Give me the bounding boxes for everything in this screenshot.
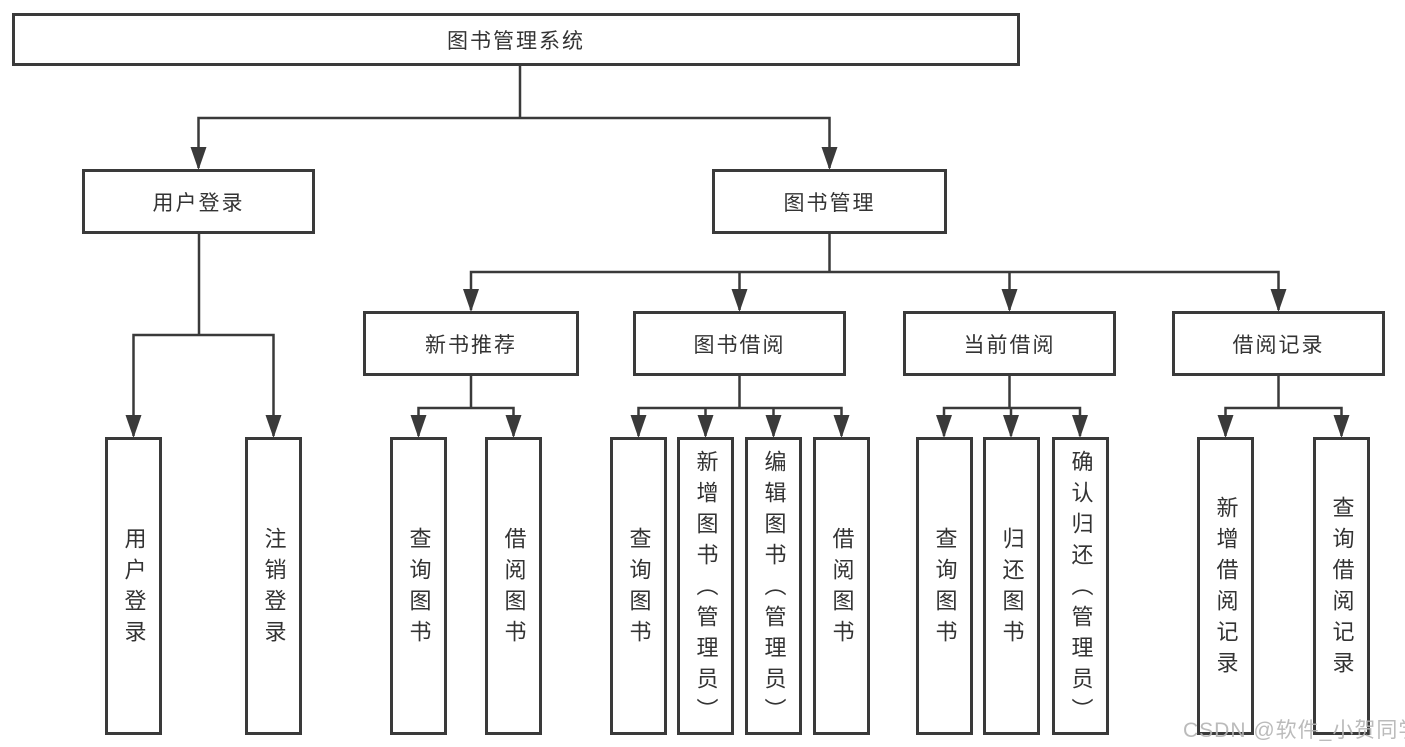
node-query-books-recommend: 查询图书 [390, 437, 447, 735]
arrow-down-icon [1333, 415, 1350, 438]
arrow-down-icon [765, 415, 782, 438]
connector-new-book-rail [417, 406, 515, 436]
arrow-down-icon [833, 415, 850, 438]
node-query-books-borrowing: 查询图书 [610, 437, 667, 735]
node-book-management: 图书管理 [712, 169, 947, 234]
node-borrow-books-leaf: 借阅图书 [813, 437, 870, 735]
node-current-borrowing: 当前借阅 [903, 311, 1116, 376]
arrow-down-icon [463, 289, 479, 312]
arrow-down-icon [821, 147, 838, 170]
connector-book-borrowing-rail [637, 406, 843, 436]
connector-user-login-rail [132, 333, 275, 436]
arrow-down-icon [505, 415, 522, 438]
node-borrowing-records: 借阅记录 [1172, 311, 1385, 376]
arrow-down-icon [410, 415, 427, 438]
node-borrow-books-recommend: 借阅图书 [485, 437, 542, 735]
arrow-down-icon [1003, 415, 1019, 438]
node-add-books-admin: 新增图书（管理员） [677, 437, 734, 735]
node-edit-books-admin: 编辑图书（管理员） [745, 437, 802, 735]
node-new-book-recommendation: 新书推荐 [363, 311, 579, 376]
connector-level2-rail [197, 116, 831, 168]
arrow-down-icon [697, 415, 714, 438]
arrow-down-icon [936, 415, 952, 438]
node-user-login-leaf: 用户登录 [105, 437, 162, 735]
arrow-down-icon [630, 415, 647, 438]
node-confirm-return-admin: 确认归还（管理员） [1052, 437, 1109, 735]
node-add-borrow-record: 新增借阅记录 [1197, 437, 1254, 735]
arrow-down-icon [731, 289, 748, 312]
node-library-management-system: 图书管理系统 [12, 13, 1020, 66]
arrow-down-icon [1270, 289, 1287, 312]
node-logout: 注销登录 [245, 437, 302, 735]
node-query-books-current: 查询图书 [916, 437, 973, 735]
node-user-login: 用户登录 [82, 169, 315, 234]
arrow-down-icon [1001, 289, 1018, 312]
connector-level3-rail [469, 270, 1280, 310]
arrow-down-icon [190, 147, 207, 170]
node-return-books: 归还图书 [983, 437, 1040, 735]
arrow-down-icon [265, 415, 282, 438]
watermark: CSDN @软件_小贺同学 [1183, 719, 1405, 742]
arrow-down-icon [125, 415, 142, 438]
arrow-down-icon [1072, 415, 1088, 438]
node-book-borrowing: 图书借阅 [633, 311, 846, 376]
arrow-down-icon [1217, 415, 1234, 438]
node-query-borrow-record: 查询借阅记录 [1313, 437, 1370, 735]
connector-borrow-records-rail [1224, 406, 1343, 436]
